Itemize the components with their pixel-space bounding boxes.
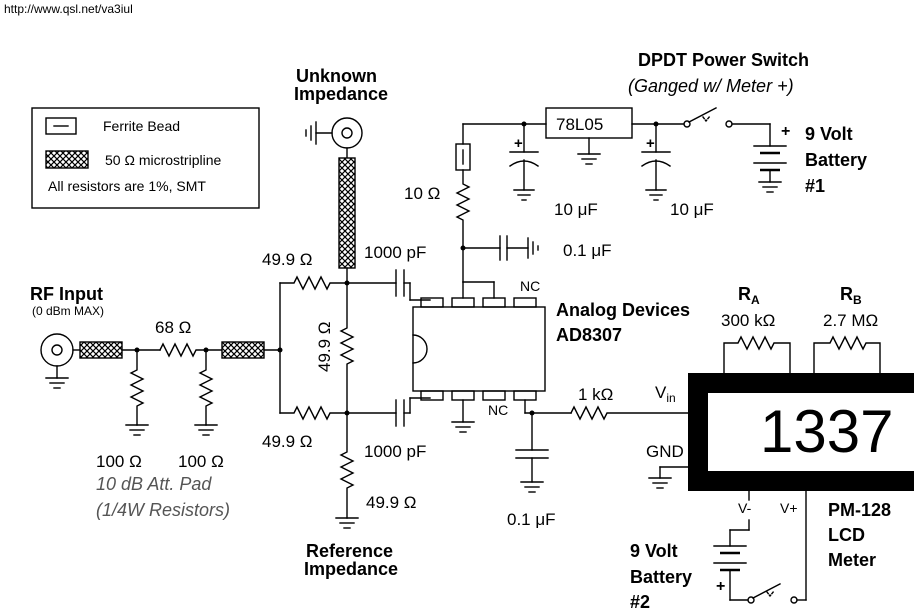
vplus-label: V+	[780, 500, 798, 516]
microstrip-input	[79, 341, 123, 359]
resistor-10	[455, 169, 471, 249]
battery1-plus: +	[781, 123, 790, 140]
microstrip-symbol	[45, 150, 89, 169]
capacitor-01uf-top	[462, 235, 539, 261]
resistor-ra	[723, 335, 791, 374]
cap-a-plus: +	[514, 135, 523, 152]
r10-value: 10 Ω	[404, 184, 440, 203]
resistor-499-top	[279, 275, 348, 291]
capacitor-01uf-bottom	[515, 412, 549, 493]
dpdt-switch-b	[747, 583, 798, 604]
legend-microstrip: 50 Ω microstripline	[105, 152, 221, 168]
resistor-499-middle	[339, 282, 355, 414]
ic-ad8307	[412, 297, 546, 401]
meter-line3: Meter	[828, 550, 876, 570]
capacitor-1000pf-top	[346, 269, 431, 301]
battery2-line1: 9 Volt	[630, 541, 678, 561]
ra-value: 300 kΩ	[721, 311, 775, 330]
ground-left	[125, 424, 149, 436]
meter-line1: PM-128	[828, 500, 891, 520]
ground-meter	[648, 477, 672, 489]
att-pad-line2: (1/4W Resistors)	[96, 500, 230, 520]
ra-label: RA	[738, 284, 760, 307]
unknown-impedance-line2: Impedance	[294, 84, 388, 104]
c01-top-value: 0.1 μF	[563, 241, 612, 260]
rf-input-title: RF Input	[30, 284, 103, 304]
lcd-display-value: 1337	[760, 398, 893, 465]
c01-bottom-value: 0.1 μF	[507, 510, 556, 529]
rb-label: RB	[840, 284, 862, 307]
vminus-label: V-	[738, 500, 752, 516]
gnd-label: GND	[646, 442, 684, 461]
lcd-meter	[688, 373, 914, 491]
battery1-line1: 9 Volt	[805, 124, 853, 144]
rb-value: 2.7 MΩ	[823, 311, 878, 330]
c1000-bottom-value: 1000 pF	[364, 442, 426, 461]
cap-b-plus: +	[646, 135, 655, 152]
ground-reference	[335, 517, 359, 529]
battery2-line3: #2	[630, 592, 650, 612]
ferrite-bead-symbol	[45, 117, 77, 135]
ground-right	[194, 424, 218, 436]
vin-label: Vin	[655, 383, 676, 405]
ground-ic	[451, 421, 475, 433]
r100-b-value: 100 Ω	[178, 452, 224, 471]
nc-top-label: NC	[520, 278, 540, 294]
r499-top-value: 49.9 Ω	[262, 250, 313, 269]
capacitor-10uf-a: +	[509, 121, 539, 201]
meter-line2: LCD	[828, 525, 865, 545]
microstrip-unknown	[338, 157, 356, 269]
resistor-499-reference	[339, 412, 355, 519]
reference-impedance-line2: Impedance	[304, 559, 398, 579]
resistor-499-bottom	[279, 405, 348, 421]
regulator-label: 78L05	[556, 115, 603, 134]
resistor-rb	[813, 335, 881, 374]
resistor-100-left	[129, 349, 145, 426]
c10uf-a-value: 10 μF	[554, 200, 598, 219]
capacitor-1000pf-bottom	[346, 397, 431, 427]
r100-a-value: 100 Ω	[96, 452, 142, 471]
c10uf-b-value: 10 μF	[670, 200, 714, 219]
resistor-1k	[570, 405, 689, 421]
unknown-impedance-connector	[305, 117, 363, 149]
legend-ferrite-bead: Ferrite Bead	[103, 118, 180, 134]
r1k-value: 1 kΩ	[578, 385, 613, 404]
header-url: http://www.qsl.net/va3iul	[4, 2, 133, 16]
unknown-impedance-line1: Unknown	[296, 66, 377, 86]
ic-part-label: AD8307	[556, 325, 622, 345]
battery2-line2: Battery	[630, 567, 692, 587]
r499-mid-value: 49.9 Ω	[315, 321, 334, 372]
rf-input-subtitle: (0 dBm MAX)	[32, 304, 104, 318]
legend-box: Ferrite Bead 50 Ω microstripline All res…	[31, 107, 260, 209]
r499-bottom-value: 49.9 Ω	[262, 432, 313, 451]
dpdt-subtitle: (Ganged w/ Meter +)	[628, 76, 794, 96]
capacitor-10uf-b: +	[641, 121, 671, 201]
nc-bottom-label: NC	[488, 402, 508, 418]
dpdt-switch-a	[683, 107, 733, 128]
ic-maker-label: Analog Devices	[556, 300, 690, 320]
battery1-line2: Battery	[805, 150, 867, 170]
att-pad-line1: 10 dB Att. Pad	[96, 474, 212, 494]
battery1-line3: #1	[805, 176, 825, 196]
microstrip-attenuator-out	[221, 341, 265, 359]
rf-input-connector	[40, 333, 74, 389]
r499-ref-value: 49.9 Ω	[366, 493, 417, 512]
resistor-100-right	[198, 349, 214, 426]
battery-1: +	[753, 123, 790, 193]
battery2-plus: +	[716, 578, 725, 595]
ground-regulator	[577, 153, 601, 165]
legend-resistor-note: All resistors are 1%, SMT	[48, 178, 206, 194]
c1000-top-value: 1000 pF	[364, 243, 426, 262]
dpdt-title: DPDT Power Switch	[638, 50, 809, 70]
reference-impedance-line1: Reference	[306, 541, 393, 561]
r68-value: 68 Ω	[155, 318, 191, 337]
resistor-68	[159, 342, 223, 358]
